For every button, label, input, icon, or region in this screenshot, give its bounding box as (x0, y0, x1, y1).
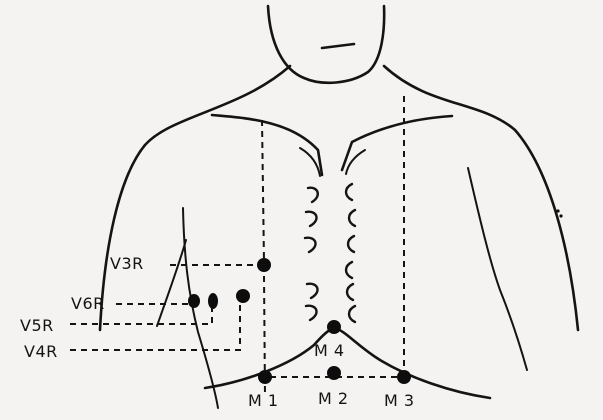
electrode-m2 (327, 366, 341, 380)
left-shoulder-arm (100, 66, 290, 330)
label-m4: M 4 (314, 341, 345, 360)
left-rib-marks (305, 188, 318, 320)
label-v6r: V6R (71, 294, 105, 313)
left-arm-crease (157, 240, 186, 326)
electrode-v4r (236, 289, 250, 303)
label-m1: M 1 (248, 391, 279, 410)
label-v4r: V4R (24, 342, 58, 361)
right-shoulder-arm (384, 66, 578, 330)
electrode-v6r (188, 294, 200, 308)
right-rib-marks (346, 184, 355, 322)
left-clavicle (212, 115, 322, 175)
electrode-v3r (257, 258, 271, 272)
label-m2: M 2 (318, 389, 349, 408)
left-midclavicular-line (262, 120, 265, 396)
costal-margin (205, 328, 490, 398)
electrode-m3 (397, 370, 411, 384)
electrode-v5r (208, 293, 218, 309)
speck-mark (559, 214, 562, 217)
chin-line (322, 44, 354, 48)
right-arm-inner (468, 168, 527, 370)
label-v3r: V3R (110, 254, 144, 273)
electrode-m1 (258, 370, 272, 384)
left-clavicle-inner (300, 148, 320, 176)
right-clavicle (342, 116, 452, 170)
speck-mark (556, 209, 559, 212)
electrode-m4 (327, 320, 341, 334)
label-v5r: V5R (20, 316, 54, 335)
label-m3: M 3 (384, 391, 415, 410)
